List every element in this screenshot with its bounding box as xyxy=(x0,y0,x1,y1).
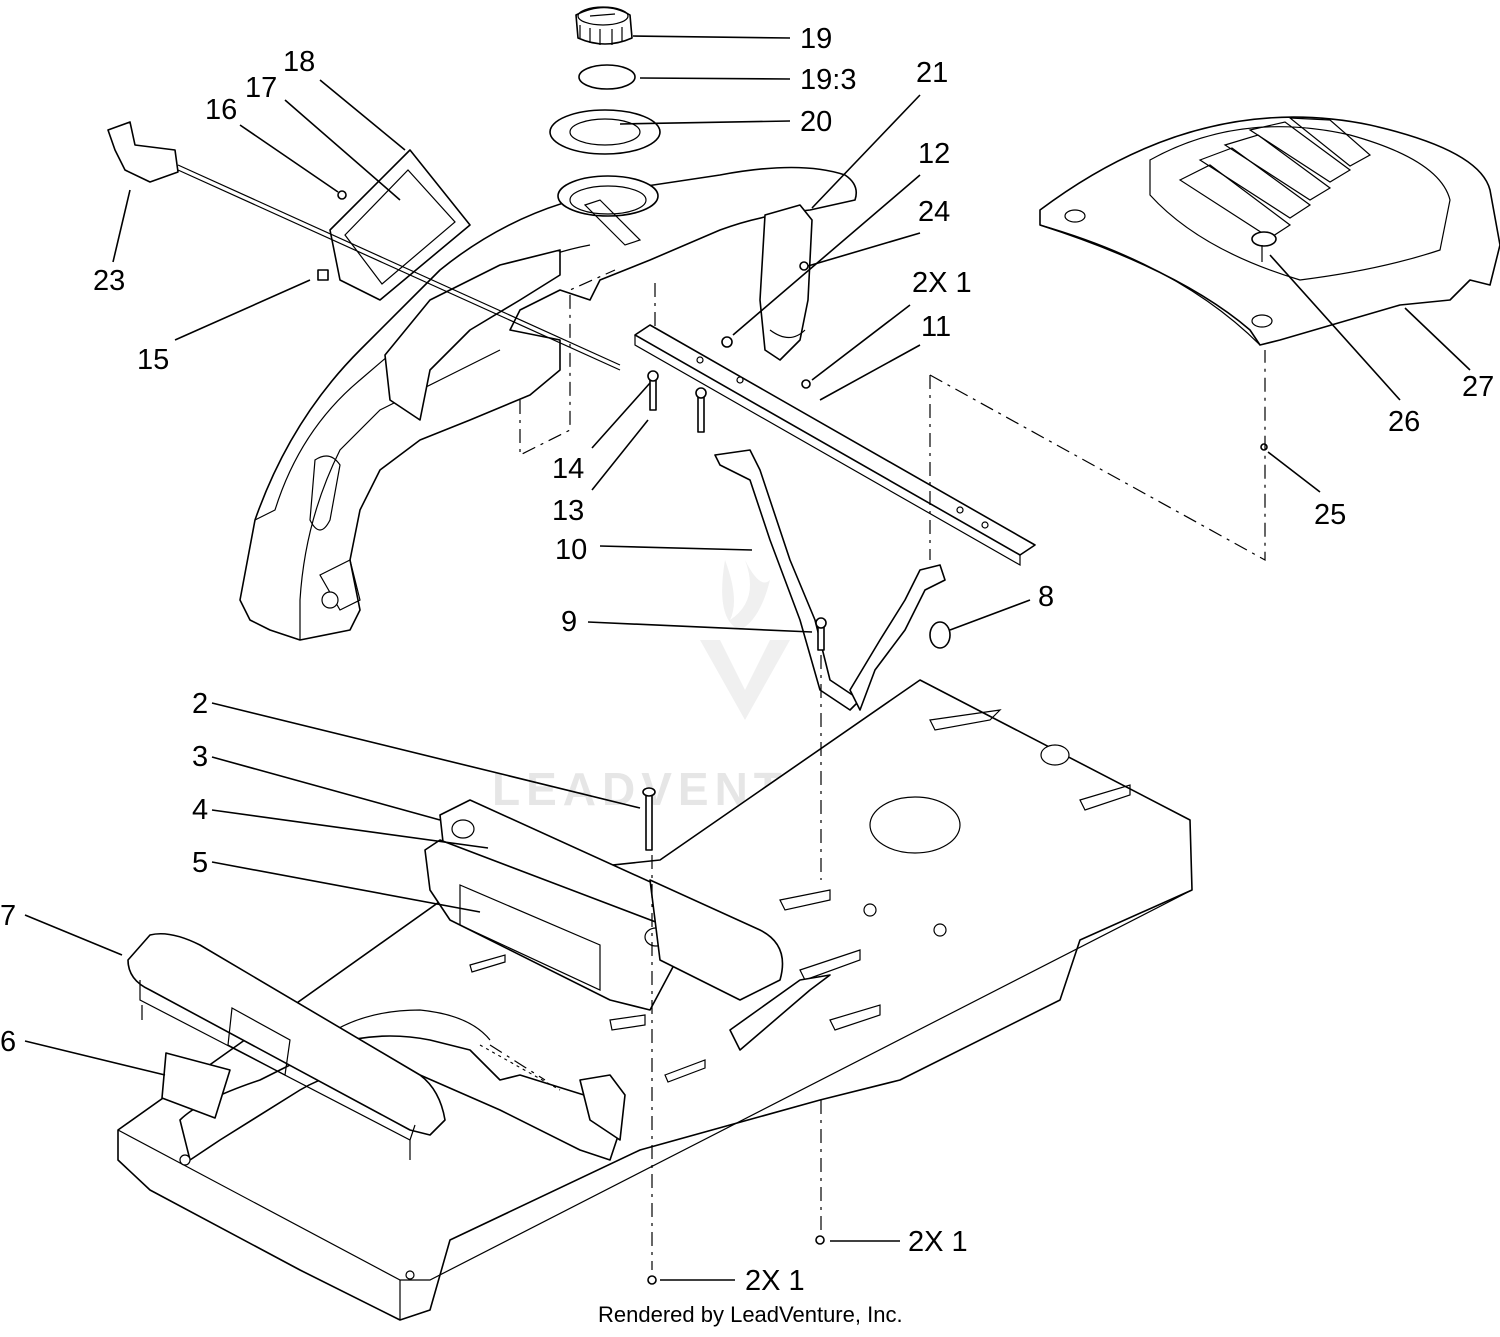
instrument-panel-decal xyxy=(329,149,471,301)
callout-15: 15 xyxy=(137,344,169,376)
callout-12: 12 xyxy=(918,138,950,170)
callout-27: 27 xyxy=(1462,371,1494,403)
callout-17: 17 xyxy=(245,72,277,104)
assembly-lines xyxy=(489,269,1266,1270)
watermark-logo xyxy=(700,560,790,720)
callout-7: 7 xyxy=(0,900,16,932)
callout-19: 19 xyxy=(800,23,832,55)
callout-26: 26 xyxy=(1388,406,1420,438)
rear-cover xyxy=(1039,116,1500,346)
callout-2: 2 xyxy=(192,688,208,720)
callout-11: 11 xyxy=(921,311,951,343)
callout-20: 20 xyxy=(800,106,832,138)
fender-body-shroud xyxy=(239,166,858,641)
callout-18: 18 xyxy=(283,46,315,78)
callout-14: 14 xyxy=(552,453,584,485)
support-crossbar xyxy=(634,324,1036,567)
side-panel xyxy=(759,204,813,361)
callout-labels: 19 19:3 20 21 18 17 16 23 15 12 24 2X 1 … xyxy=(0,23,1494,1297)
support-bracket xyxy=(714,449,946,711)
cap-gasket xyxy=(578,64,636,90)
callout-leaders xyxy=(24,35,1471,1281)
front-bumper-cover xyxy=(127,932,446,1160)
callout-2x1-b: 2X 1 xyxy=(908,1226,968,1258)
filler-ring xyxy=(549,109,661,155)
clip xyxy=(317,269,329,281)
callout-6: 6 xyxy=(0,1026,16,1058)
fuel-cap xyxy=(575,6,633,45)
callout-21: 21 xyxy=(916,57,948,89)
callout-2x1-a: 2X 1 xyxy=(912,267,972,299)
callout-4: 4 xyxy=(192,794,208,826)
callout-10: 10 xyxy=(555,534,587,566)
callout-24: 24 xyxy=(918,196,950,228)
callout-19-3: 19:3 xyxy=(800,64,856,96)
credit-text: Rendered by LeadVenture, Inc. xyxy=(598,1302,903,1327)
callout-9: 9 xyxy=(561,606,577,638)
callout-3: 3 xyxy=(192,741,208,773)
callout-23: 23 xyxy=(93,265,125,297)
screw-head xyxy=(337,190,347,200)
callout-8: 8 xyxy=(1038,581,1054,613)
hardware-screws xyxy=(642,261,1268,1285)
callout-5: 5 xyxy=(192,847,208,879)
callout-25: 25 xyxy=(1314,499,1346,531)
callout-13: 13 xyxy=(552,495,584,527)
front-console-panel xyxy=(424,799,784,1011)
callout-2x1-c: 2X 1 xyxy=(745,1265,805,1297)
callout-16: 16 xyxy=(205,94,237,126)
throttle-cable xyxy=(107,121,621,371)
